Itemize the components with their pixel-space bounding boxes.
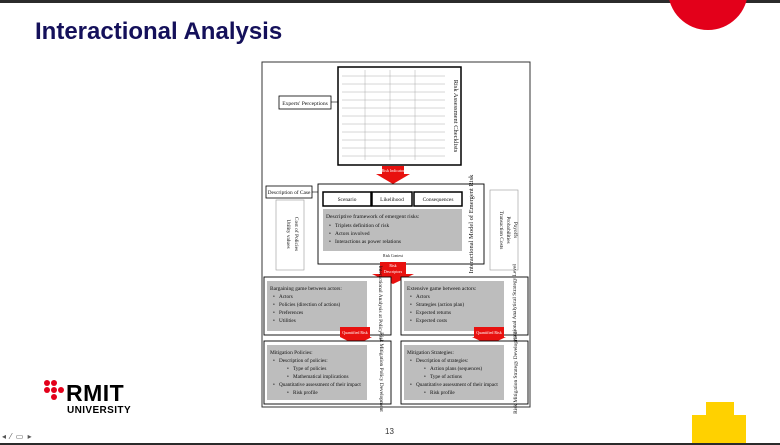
- mitigation-strategies-item: Type of actions: [430, 373, 462, 380]
- risk-indicator-arrow: [376, 166, 410, 184]
- left-note-1: Utility values: [285, 219, 291, 248]
- mitigation-policies-bullet: •: [287, 374, 289, 380]
- strategy-dev-label: Risk Mitigation Strategy Development: [513, 330, 519, 414]
- top-border-line: [0, 0, 780, 3]
- decorative-yellow-block-top: [706, 402, 734, 416]
- extensive-bullet: •: [410, 310, 412, 316]
- likelihood-box: [371, 191, 413, 207]
- framework-item: Triplets definition of risk: [335, 222, 389, 229]
- mitigation-strategies-item: Quantitative assessment of their impact: [416, 381, 498, 388]
- bottom-border-line: [0, 443, 780, 445]
- mitigation-strategies-bullet: •: [410, 382, 412, 388]
- scenario-box: [322, 191, 372, 207]
- framework-item-bullet: •: [329, 223, 331, 229]
- mitigation-policies-bullet: •: [287, 366, 289, 372]
- scenario-label: Scenario: [338, 197, 357, 203]
- experts-box: [278, 95, 332, 110]
- interactional-model-label: Interactional Model of Emergent Risk: [468, 174, 475, 274]
- quantified-risk-left-label: Quantified Risk: [342, 330, 367, 335]
- framework-item-bullet: •: [329, 239, 331, 245]
- bargaining-box: [267, 281, 367, 331]
- framework-item-bullet: •: [329, 231, 331, 237]
- extensive-item: Expected costs: [416, 318, 447, 324]
- risk-indicator-label: Risk Indicator: [382, 168, 405, 173]
- mitigation-strategies-item: Risk profile: [430, 389, 455, 396]
- mitigation-strategies-bullet: •: [424, 366, 426, 372]
- risk-descriptors-label-1: Risk: [389, 263, 396, 268]
- right-note-box: [489, 189, 519, 271]
- bargaining-item: Actors: [279, 294, 293, 300]
- mitigation-strategies-box: [404, 345, 504, 400]
- extensive-item: Strategies (action plan): [416, 301, 464, 308]
- bargaining-bullet: •: [273, 302, 275, 308]
- extensive-item: Expected returns: [416, 310, 451, 316]
- bargaining-item: Utilities: [279, 318, 296, 324]
- checklist-label: Risk Assessment Checklists: [452, 80, 459, 153]
- mitigation-strategies-title: Mitigation Strategies:: [407, 350, 454, 356]
- mitigation-policies-item: Quantitative assessment of their impact: [279, 381, 361, 388]
- bargaining-bullet: •: [273, 310, 275, 316]
- mitigation-policies-item: Description of policies:: [279, 357, 328, 364]
- left-note-box: [275, 199, 305, 271]
- rmit-logo-subtext: UNIVERSITY: [67, 405, 132, 416]
- framework-item: Actors involved: [335, 231, 370, 237]
- left-note-2: Cost of Policies: [293, 217, 300, 251]
- mitigation-strategies-bullet: •: [410, 358, 412, 364]
- consequences-box: [413, 191, 463, 207]
- framework-box: [323, 209, 462, 251]
- right-note-2: Probabilities: [505, 216, 511, 243]
- likelihood-label: Likelihood: [380, 197, 404, 203]
- rmit-logo-text: RMIT: [66, 380, 125, 406]
- risk-descriptors-arrow: [372, 262, 414, 284]
- experts-label: Experts' Perceptions: [282, 101, 328, 107]
- rmit-logo-icon: [44, 380, 64, 400]
- mitigation-policies-bullet: •: [273, 382, 275, 388]
- slide-title: Interactional Analysis: [35, 18, 283, 45]
- policy-level-label: Interactional Analysis at Policy Level: [377, 265, 383, 347]
- bargaining-bullet: •: [273, 294, 275, 300]
- extensive-item: Actors: [416, 294, 430, 300]
- framework-title: Descriptive framework of emergent risks:: [326, 213, 420, 220]
- consequences-label: Consequences: [423, 197, 454, 203]
- framework-item: Interactions as power relations: [335, 239, 401, 245]
- extensive-box: [404, 281, 504, 331]
- page-number: 13: [385, 427, 394, 436]
- bargaining-bullet: •: [273, 318, 275, 324]
- extensive-title: Extensive game between actors:: [407, 286, 477, 292]
- risk-descriptors-label-2: Descriptors: [384, 269, 403, 274]
- mitigation-policies-item: Risk profile: [293, 389, 318, 396]
- extensive-bullet: •: [410, 302, 412, 308]
- mitigation-strategies-bullet: •: [424, 374, 426, 380]
- bargaining-item: Preferences: [279, 309, 303, 316]
- mitigation-policies-bullet: •: [287, 390, 289, 396]
- risk-context-label: Risk Context: [383, 254, 404, 258]
- decorative-yellow-block: [692, 415, 746, 445]
- checklist-table: [342, 70, 445, 160]
- mitigation-strategies-item: Action plans (sequences): [430, 365, 482, 372]
- strategy-level-label: Interactional Analytical Strategy Level: [512, 264, 518, 348]
- mitigation-policies-title: Mitigation Policies:: [270, 350, 313, 356]
- extensive-bullet: •: [410, 294, 412, 300]
- extensive-bullet: •: [410, 318, 412, 324]
- mitigation-policies-item: Type of policies: [293, 365, 326, 372]
- mitigation-strategies-item: Description of strategies:: [416, 357, 469, 364]
- mitigation-policies-item: Mathematical implications: [293, 374, 348, 380]
- bargaining-item: Policies (direction of actions): [279, 301, 340, 308]
- right-note-3: Payoffs: [512, 222, 519, 238]
- mitigation-policies-box: [267, 345, 367, 400]
- mitigation-policies-bullet: •: [273, 358, 275, 364]
- mitigation-strategies-bullet: •: [424, 390, 426, 396]
- slide-nav-toolbar[interactable]: ◂ ⁄ ▭ ▸: [2, 432, 33, 441]
- policy-dev-label: Risk Mitigation Policy Development: [378, 332, 384, 412]
- quantified-risk-right-label: Quantified Risk: [476, 330, 501, 335]
- description-label: Description of Case: [268, 189, 311, 196]
- right-note-1: Transaction Costs: [498, 211, 504, 250]
- bargaining-title: Bargaining game between actors:: [270, 286, 342, 292]
